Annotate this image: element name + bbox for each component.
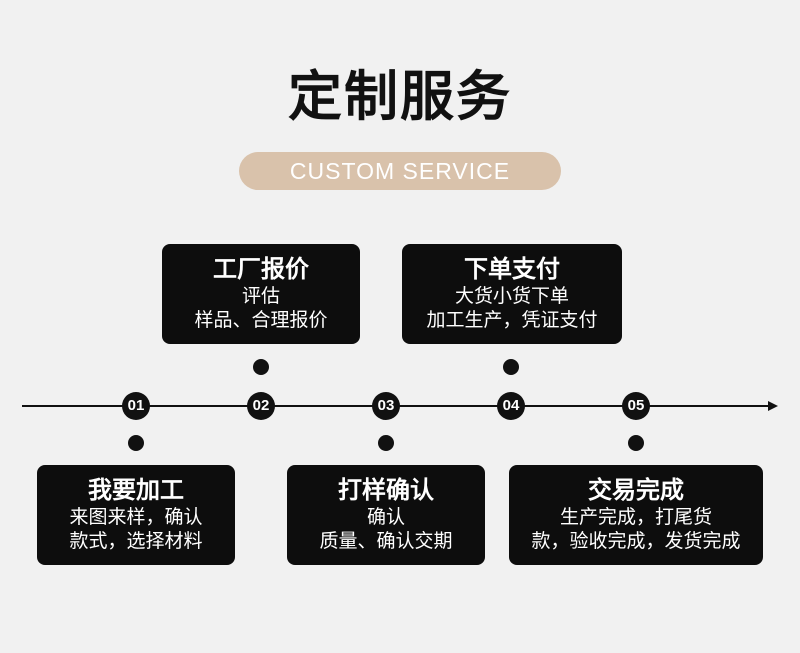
step-desc-line: 评估 (241, 285, 280, 307)
step-title: 我要加工 (88, 476, 184, 504)
step-box-05: 交易完成 生产完成，打尾货 款，验收完成，发货完成 (509, 465, 763, 565)
step-desc-line: 质量、确认交期 (319, 530, 453, 552)
connector-dot-01 (128, 435, 144, 451)
connector-dot-02 (253, 359, 269, 375)
step-desc-line: 加工生产，凭证支付 (426, 309, 598, 331)
step-box-04: 下单支付 大货小货下单 加工生产，凭证支付 (402, 244, 622, 344)
step-title: 下单支付 (464, 255, 560, 283)
step-title: 打样确认 (338, 476, 434, 504)
step-title: 工厂报价 (213, 255, 309, 283)
step-box-02: 工厂报价 评估 样品、合理报价 (162, 244, 360, 344)
subtitle-pill: CUSTOM SERVICE (239, 152, 561, 190)
step-desc-line: 款式，选择材料 (69, 530, 203, 552)
step-box-03: 打样确认 确认 质量、确认交期 (287, 465, 485, 565)
step-number-04: 04 (497, 392, 525, 420)
step-desc-line: 生产完成，打尾货 (559, 506, 712, 528)
connector-dot-05 (628, 435, 644, 451)
step-number-02: 02 (247, 392, 275, 420)
step-desc-line: 大货小货下单 (454, 285, 569, 307)
step-title: 交易完成 (588, 476, 684, 504)
step-desc-line: 样品、合理报价 (194, 309, 328, 331)
step-desc-line: 来图来样，确认 (69, 506, 203, 528)
step-desc-line: 确认 (366, 506, 405, 528)
step-number-01: 01 (122, 392, 150, 420)
step-box-01: 我要加工 来图来样，确认 款式，选择材料 (37, 465, 235, 565)
step-desc-line: 款，验收完成，发货完成 (531, 530, 741, 552)
step-number-03: 03 (372, 392, 400, 420)
timeline-arrow-icon (768, 401, 778, 411)
step-number-05: 05 (622, 392, 650, 420)
connector-dot-04 (503, 359, 519, 375)
connector-dot-03 (378, 435, 394, 451)
page-title: 定制服务 (288, 65, 512, 128)
